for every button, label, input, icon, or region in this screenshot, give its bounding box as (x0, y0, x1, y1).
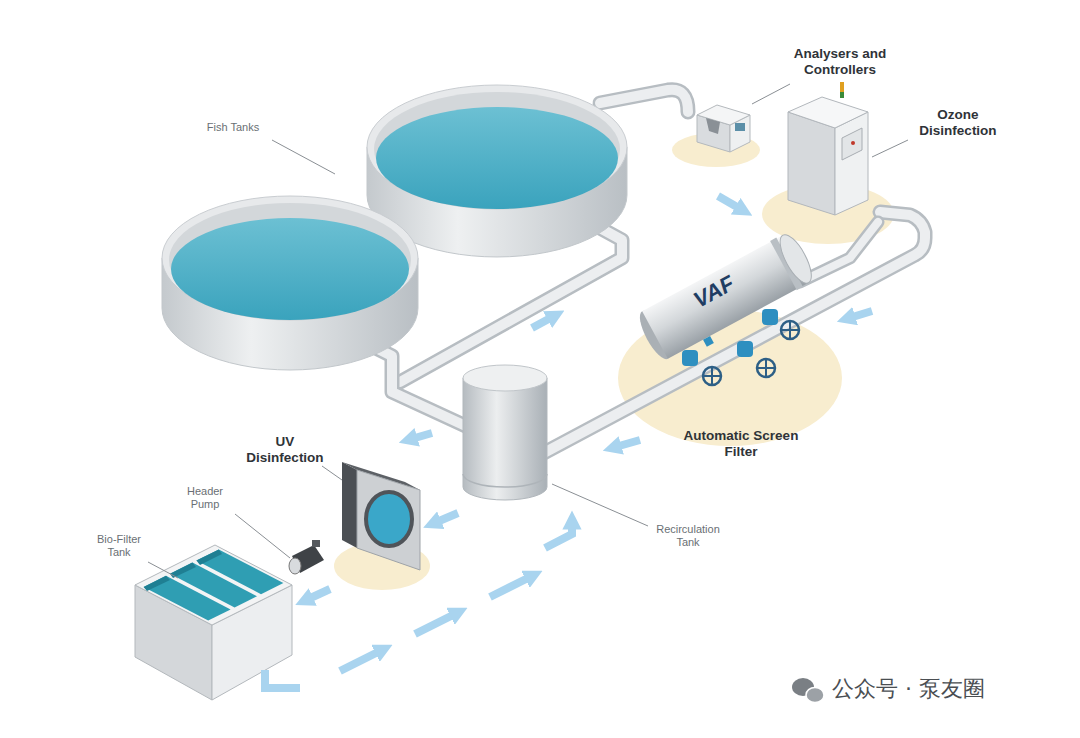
uv-unit (342, 462, 420, 570)
equipment-label: Analysers and Controllers (784, 46, 896, 78)
equipment-label: Header Pump (181, 485, 229, 511)
filter-body (774, 230, 817, 287)
equipment-label: Bio-Filter Tank (88, 533, 150, 559)
equipment-label: Recirculation Tank (646, 523, 730, 549)
header-pump (289, 540, 324, 574)
wechat-icon (792, 678, 824, 703)
recirculation-tank (463, 365, 547, 500)
fish-tank (162, 196, 418, 370)
equipment-label: Ozone Disinfection (911, 107, 1006, 139)
screen-filter: VAF (630, 228, 830, 363)
analyser-unit (697, 105, 750, 152)
flow-arrows (265, 196, 872, 688)
equipment-label: UV Disinfection (238, 434, 333, 466)
equipment-label: Fish Tanks (193, 121, 273, 134)
leader-lines (148, 84, 908, 578)
ozone-cabinet (788, 82, 868, 215)
pipes (372, 90, 925, 455)
equipment-label: Automatic Screen Filter (677, 428, 805, 460)
watermark: 公众号 · 泵友圈 (832, 676, 985, 702)
filter-body (703, 336, 714, 347)
